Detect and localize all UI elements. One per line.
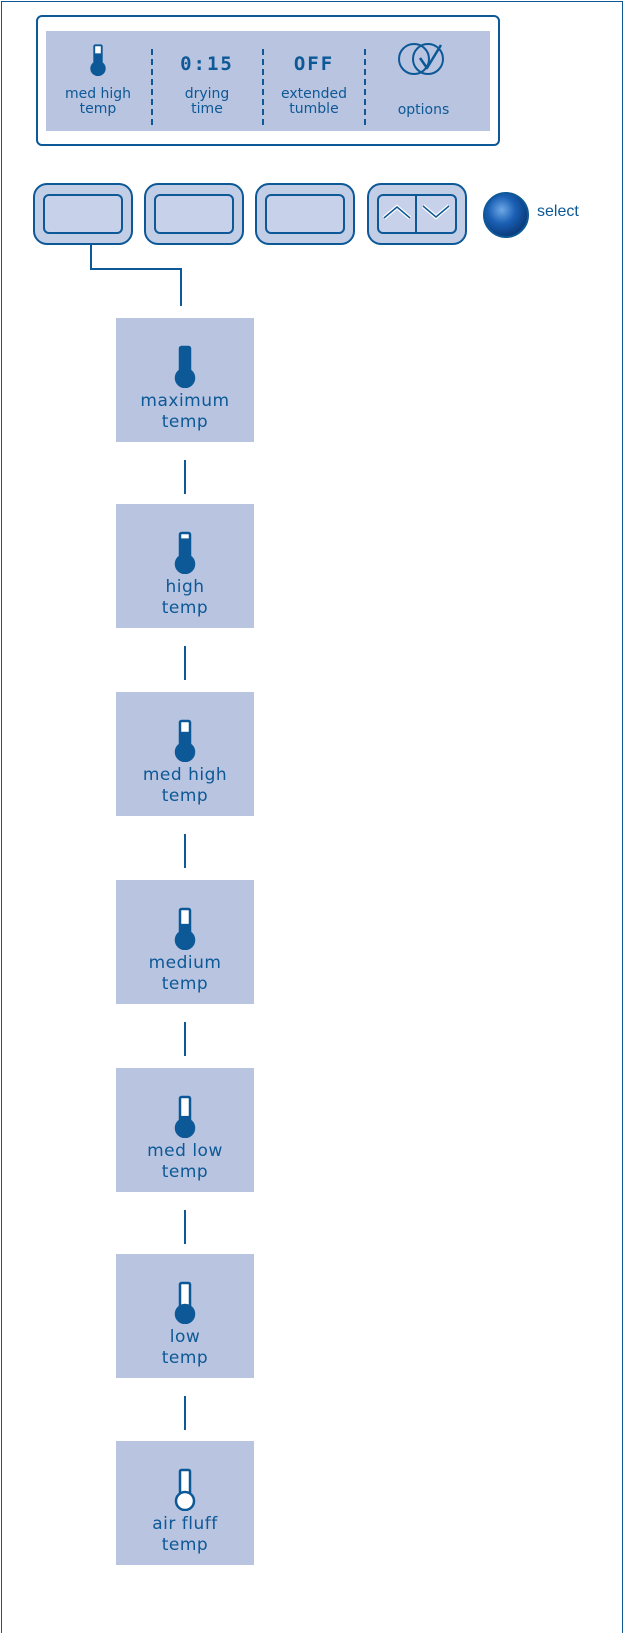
temp-setting-label: med high temp (64, 86, 132, 117)
temp-option-label: med low temp (147, 1141, 223, 1182)
sequence-connector (184, 1022, 186, 1056)
select-knob[interactable] (483, 192, 529, 238)
temp-option-tile: medium temp (116, 880, 254, 1004)
thermometer-icon (172, 718, 198, 766)
options-segment: options (367, 31, 480, 131)
temp-option-tile: maximum temp (116, 318, 254, 442)
divider (262, 49, 264, 125)
select-label: select (537, 203, 579, 220)
thermometer-icon (172, 1467, 198, 1515)
drying-time-label: drying time (184, 86, 230, 117)
time-button[interactable] (144, 183, 244, 245)
temp-option-tile: air fluff temp (116, 1441, 254, 1565)
sequence-connector (184, 460, 186, 494)
temp-button[interactable] (33, 183, 133, 245)
connector-line (180, 268, 182, 306)
arrow-button[interactable] (367, 183, 467, 245)
display-screen: med high temp 0:15 drying time OFF exten… (46, 31, 490, 131)
temp-option-tile: med low temp (116, 1068, 254, 1192)
temp-option-tile: high temp (116, 504, 254, 628)
button-face (265, 194, 345, 234)
thermometer-icon (172, 906, 198, 954)
extended-tumble-label: extended tumble (280, 86, 347, 117)
chevron-up-icon (381, 202, 413, 226)
temp-option-label: high temp (161, 577, 209, 618)
button-face (154, 194, 234, 234)
temp-option-label: maximum temp (140, 391, 230, 432)
temp-option-label: air fluff temp (152, 1514, 218, 1555)
temp-option-tile: low temp (116, 1254, 254, 1378)
down-arrow-button[interactable] (417, 196, 455, 232)
temp-segment: med high temp (46, 31, 150, 131)
temp-option-label: medium temp (148, 953, 222, 994)
temp-option-label: low temp (161, 1327, 209, 1368)
up-arrow-button[interactable] (379, 196, 417, 232)
options-label: options (397, 102, 450, 118)
thermometer-icon (172, 1094, 198, 1142)
drying-time-value: 0:15 (180, 53, 234, 75)
thermometer-icon (172, 1280, 198, 1328)
sequence-connector (184, 1210, 186, 1244)
thermometer-icon (172, 530, 198, 578)
drying-time-segment: 0:15 drying time (154, 31, 260, 131)
divider (364, 49, 366, 125)
thermometer-icon (172, 344, 198, 392)
temp-option-label: med high temp (142, 765, 228, 806)
temp-option-tile: med high temp (116, 692, 254, 816)
dryer-display: med high temp 0:15 drying time OFF exten… (36, 15, 500, 146)
sequence-connector (184, 834, 186, 868)
thermometer-icon (88, 43, 108, 80)
extended-tumble-segment: OFF extended tumble (265, 31, 363, 131)
button-face (377, 194, 457, 234)
chevron-down-icon (420, 202, 452, 226)
extended-tumble-value: OFF (293, 53, 335, 75)
button-face (43, 194, 123, 234)
sequence-connector (184, 646, 186, 680)
sequence-connector (184, 1396, 186, 1430)
divider (151, 49, 153, 125)
connector-line (90, 245, 92, 269)
check-circle-icon (396, 41, 452, 81)
connector-line (90, 268, 182, 270)
tumble-button[interactable] (255, 183, 355, 245)
